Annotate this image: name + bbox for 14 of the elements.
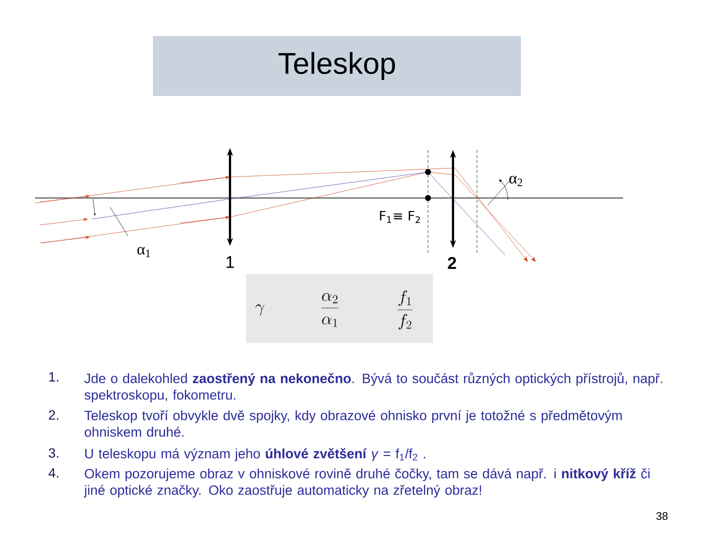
label: $\frac{f_{1}}{f_{2}}$ bbox=[398, 290, 412, 330]
list-item: Okem pozorujeme obraz v ohniskové rovině druhé čočky, tam se dává např. i nitkový kříž či jiné optické značky. Oko zaostřuje automaticky na zřetelný obraz! bbox=[84, 468, 650, 498]
list-item: Teleskop tvoří obvykle dvě spojky, kdy obrazové ohnisko první je totožné s předmětovým ohniskem druhé. bbox=[84, 410, 622, 437]
formula-panel: $\gamma$ $\frac{\alpha_{2}}{\alpha_{1}}$ $\frac{f_{1}}{f_{2}}$ bbox=[246, 274, 433, 343]
list-item: U teleskopu má význam jeho úhlové zvětšení γ = f$_{1}$/f$_{2}$ . bbox=[85, 448, 426, 462]
list-number: 4. bbox=[48, 468, 58, 478]
list-item: Jde o dalekohled zaostřený na nekonečno. Bývá to součást různých optických přístrojů, např. spektroskopu, fokometru. bbox=[84, 372, 662, 402]
list-number: 2. bbox=[48, 410, 58, 420]
page-number: 38 bbox=[656, 512, 668, 520]
list-number: 3. bbox=[48, 448, 58, 458]
list-number: 1. bbox=[49, 372, 58, 382]
title-banner: Teleskop bbox=[153, 36, 521, 96]
label: $\frac{\alpha_{2}}{\alpha_{1}}$ bbox=[321, 293, 339, 327]
label: $\gamma$ bbox=[255, 304, 264, 316]
